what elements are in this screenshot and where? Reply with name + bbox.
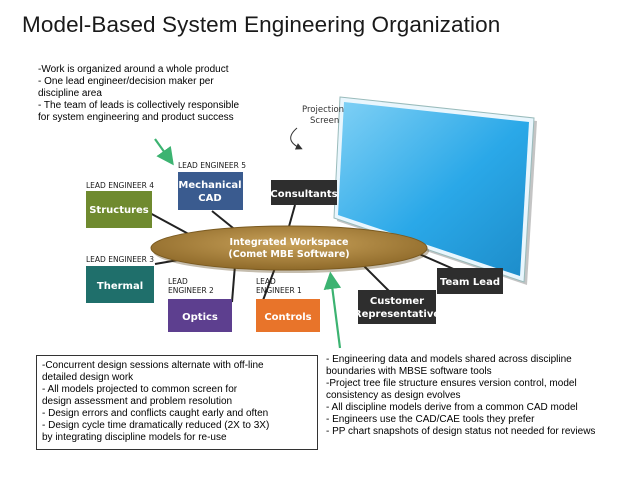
note-line: design assessment and problem resolution (42, 396, 233, 407)
projection-screen (333, 96, 537, 285)
svg-text:(Comet MBE Software): (Comet MBE Software) (228, 249, 349, 260)
note-line: - Design errors and conflicts caught ear… (42, 408, 269, 419)
note-line: - Engineers use the CAD/CAE tools they p… (326, 414, 535, 425)
customer-representative-box: Customer Representative (354, 290, 440, 324)
svg-text:CAD: CAD (198, 193, 221, 204)
svg-text:Thermal: Thermal (97, 281, 143, 292)
page-title: Model-Based System Engineering Organizat… (22, 12, 501, 37)
note-line: boundaries with MBSE software tools (326, 366, 492, 377)
optics-box: Optics (168, 299, 232, 332)
note-line: -Work is organized around a whole produc… (38, 64, 229, 75)
mechanical-cad-box: Mechanical CAD (178, 172, 243, 210)
thermal-lead-label: LEAD ENGINEER 3 (86, 255, 154, 264)
projection-pointer-arrow (290, 127, 303, 150)
svg-text:Representative: Representative (354, 309, 440, 320)
thermal-box: Thermal (86, 266, 154, 303)
note-line: - Engineering data and models shared acr… (326, 354, 572, 365)
svg-text:Optics: Optics (182, 312, 218, 323)
controls-lead-label-line1: LEAD (256, 277, 276, 286)
note-line: - All discipline models derive from a co… (326, 402, 578, 413)
callout-arrow-right (323, 271, 342, 349)
structures-box: Structures (86, 191, 152, 228)
note-organization: -Work is organized around a whole produc… (38, 64, 239, 124)
svg-text:Structures: Structures (89, 205, 149, 216)
svg-text:Consultants: Consultants (270, 189, 337, 200)
note-line: - PP chart snapshots of design status no… (326, 426, 596, 437)
projection-screen-label-line2: Screen (310, 116, 339, 126)
optics-lead-label-line2: ENGINEER 2 (168, 286, 214, 295)
note-data-sharing: - Engineering data and models shared acr… (326, 354, 595, 438)
note-line: by integrating discipline models for re-… (42, 432, 227, 443)
note-line: discipline area (38, 88, 102, 99)
note-line: - All models projected to common screen … (42, 384, 238, 395)
team-lead-box: Team Lead (437, 268, 503, 294)
svg-text:Integrated Workspace: Integrated Workspace (230, 237, 349, 248)
note-concurrent-design: -Concurrent design sessions alternate wi… (36, 355, 318, 450)
note-line: - Design cycle time dramatically reduced… (42, 420, 270, 431)
integrated-workspace: Integrated Workspace (Comet MBE Software… (150, 225, 429, 273)
svg-text:Customer: Customer (370, 296, 424, 307)
structures-lead-label: LEAD ENGINEER 4 (86, 181, 154, 190)
controls-lead-label-line2: ENGINEER 1 (256, 286, 302, 295)
projection-screen-label-line1: Projection (302, 105, 344, 115)
callout-arrow-top (154, 138, 174, 166)
mechanical-lead-label: LEAD ENGINEER 5 (178, 161, 246, 170)
note-line: - The team of leads is collectively resp… (38, 100, 240, 111)
optics-lead-label-line1: LEAD (168, 277, 188, 286)
svg-text:Team Lead: Team Lead (440, 277, 500, 288)
svg-text:Controls: Controls (264, 312, 311, 323)
note-line: consistency as design evolves (326, 390, 461, 401)
note-line: -Project tree file structure ensures ver… (326, 378, 577, 389)
controls-box: Controls (256, 299, 320, 332)
note-line: detailed design work (42, 372, 134, 383)
note-line: -Concurrent design sessions alternate wi… (42, 360, 264, 371)
consultants-box: Consultants (270, 180, 338, 205)
svg-text:Mechanical: Mechanical (178, 180, 241, 191)
note-line: - One lead engineer/decision maker per (38, 76, 214, 87)
note-line: for system engineering and product succe… (38, 112, 234, 123)
